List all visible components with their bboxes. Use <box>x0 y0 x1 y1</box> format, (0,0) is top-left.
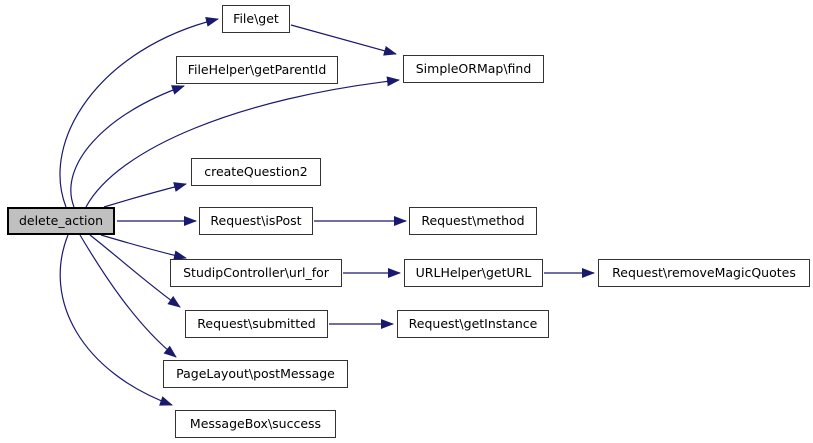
node-request-submitted[interactable]: Request\submitted <box>185 310 328 338</box>
node-request-removemagicquotes[interactable]: Request\removeMagicQuotes <box>598 259 810 287</box>
edge-file-get-to-simpleormap-find <box>290 24 397 56</box>
node-messagebox-success[interactable]: MessageBox\success <box>175 410 336 438</box>
edge-delete-action-to-filehelper-getparentid <box>70 85 185 208</box>
edge-delete-action-to-request-submitted <box>89 234 181 308</box>
edge-delete-action-to-createquestion2 <box>103 182 187 208</box>
edge-delete-action-to-pagelayout-postmessage <box>79 234 177 358</box>
node-request-getinstance[interactable]: Request\getInstance <box>397 310 549 338</box>
node-request-ispost[interactable]: Request\isPost <box>199 207 313 235</box>
node-file-get[interactable]: File\get <box>222 5 290 33</box>
node-pagelayout-postmessage[interactable]: PageLayout\postMessage <box>163 360 348 388</box>
node-request-method[interactable]: Request\method <box>409 207 537 235</box>
node-studipcontroller-url-for[interactable]: StudipController\url_for <box>170 259 342 287</box>
edge-delete-action-to-messagebox-success <box>59 234 173 406</box>
node-urlhelper-geturl[interactable]: URLHelper\getURL <box>404 259 543 287</box>
node-delete-action: delete_action <box>7 207 115 235</box>
edge-delete-action-to-studipcontroller-url-for <box>100 234 187 261</box>
node-filehelper-getparentid[interactable]: FileHelper\getParentId <box>176 56 338 84</box>
node-createquestion2[interactable]: createQuestion2 <box>191 158 321 186</box>
node-simpleormap-find[interactable]: SimpleORMap\find <box>403 55 544 83</box>
edge-delete-action-to-simpleormap-find <box>85 76 400 208</box>
edge-delete-action-to-file-get <box>59 17 219 208</box>
